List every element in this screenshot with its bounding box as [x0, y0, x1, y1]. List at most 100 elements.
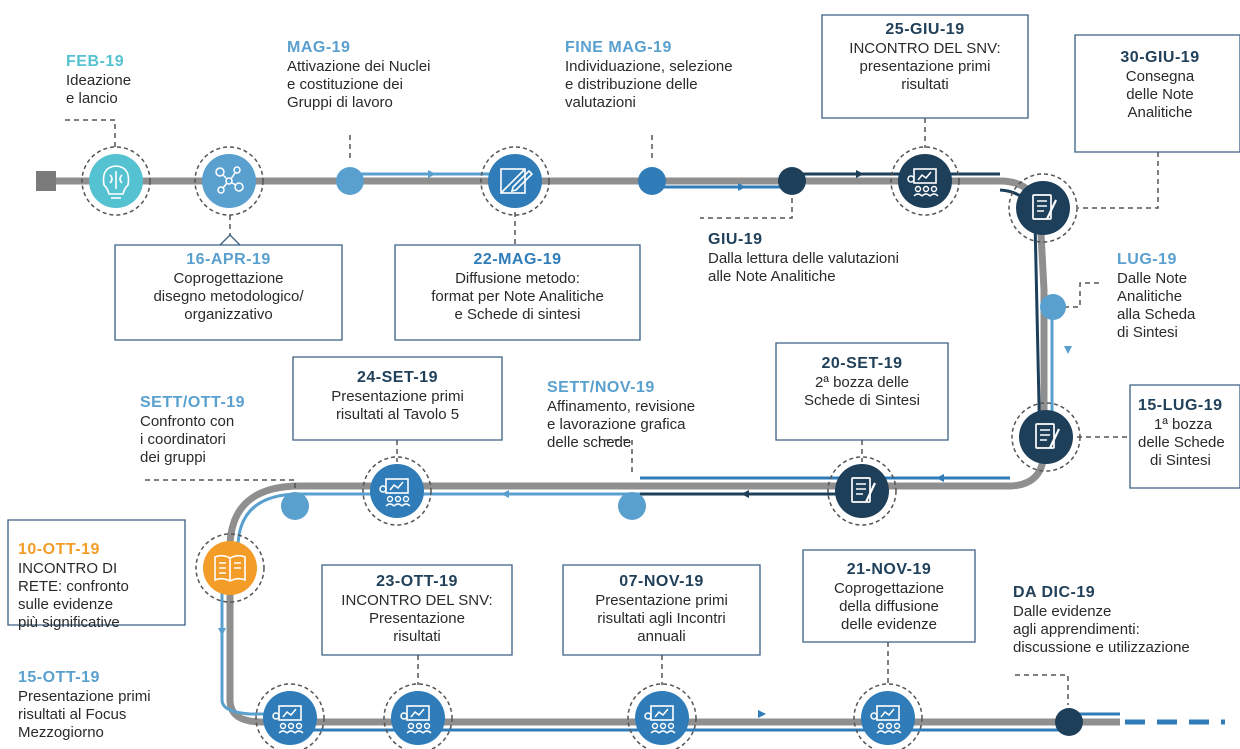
milestone-set20: 20-SET-19 2ª bozza delle Schede di Sinte…: [776, 354, 948, 410]
pencil-ruler-icon: [500, 168, 534, 194]
milestone-settott: SETT/OTT-19 Confronto con i coordinatori…: [140, 393, 245, 467]
milestone-text: Gruppi di lavoro: [287, 94, 393, 111]
milestone-date: MAG-19: [287, 39, 351, 56]
milestone-text: Dalla lettura delle valutazioni: [708, 250, 899, 267]
milestone-text: INCONTRO DI: [18, 560, 118, 577]
milestone-date: GIU-19: [708, 231, 763, 248]
milestone-text: agli apprendimenti:: [1013, 621, 1140, 638]
milestone-text: Diffusione metodo:: [455, 270, 580, 287]
milestone-date: DA DIC-19: [1013, 584, 1096, 601]
milestone-text: Analitiche: [1117, 288, 1183, 305]
milestone-text: Affinamento, revisione: [547, 398, 696, 415]
milestone-text: risultati al Focus: [18, 706, 127, 723]
milestone-text: 2ª bozza delle: [815, 374, 909, 391]
milestone-date: 30-GIU-19: [1120, 49, 1200, 66]
milestone-nov21: 21-NOV-19 Coprogettazione della diffusio…: [803, 560, 975, 634]
milestone-text: format per Note Analitiche: [431, 288, 604, 305]
milestone-date: 07-NOV-19: [619, 573, 704, 590]
milestone-lug19: LUG-19 Dalle Note Analitiche alla Scheda…: [1117, 250, 1195, 342]
milestone-ott23: 23-OTT-19 INCONTRO DEL SNV: Presentazion…: [322, 572, 512, 646]
milestone-date: 20-SET-19: [821, 355, 903, 372]
milestone-text: dei gruppi: [140, 449, 206, 466]
milestone-text: di Sintesi: [1117, 324, 1178, 341]
milestone-text: Presentazione primi: [331, 388, 464, 405]
milestone-text: RETE: confronto: [18, 578, 129, 595]
milestone-date: 24-SET-19: [357, 369, 438, 386]
book-icon: [214, 554, 246, 582]
milestone-date: SETT/OTT-19: [140, 394, 246, 411]
milestone-text: delle Note: [1126, 86, 1194, 103]
milestone-text: e Schede di sintesi: [454, 306, 581, 323]
milestone-finemag19: FINE MAG-19 Individuazione, selezione e …: [565, 38, 733, 112]
milestone-text: alla Scheda: [1117, 306, 1196, 323]
milestone-date: 10-OTT-19: [18, 541, 100, 558]
milestone-text: sulle evidenze: [18, 596, 114, 613]
milestone-text: Presentazione primi: [595, 592, 728, 609]
milestone-text: Coprogettazione: [173, 270, 284, 287]
milestone-lug15: 15-LUG-19 1ª bozza delle Schede di Sinte…: [1134, 396, 1240, 470]
milestone-text: risultati al Tavolo 5: [335, 406, 460, 423]
milestone-text: delle Schede: [1138, 434, 1225, 451]
milestone-date: 21-NOV-19: [846, 561, 932, 578]
milestone-text: annuali: [637, 628, 686, 645]
milestone-date: 23-OTT-19: [376, 573, 458, 590]
milestone-date: 25-GIU-19: [885, 21, 965, 38]
milestone-giu25: 25-GIU-19 INCONTRO DEL SNV: presentazion…: [822, 20, 1028, 94]
milestone-dic19: DA DIC-19 Dalle evidenze agli apprendime…: [1013, 583, 1190, 657]
milestone-text: valutazioni: [565, 94, 636, 111]
milestone-text: risultati agli Incontri: [597, 610, 726, 627]
milestone-nov07: 07-NOV-19 Presentazione primi risultati …: [563, 572, 760, 646]
milestone-text: più significative: [18, 614, 120, 631]
milestone-text: alle Note Analitiche: [708, 268, 836, 285]
milestone-text: INCONTRO DEL SNV:: [849, 40, 1001, 57]
milestone-mag22: 22-MAG-19 Diffusione metodo: format per …: [395, 250, 640, 324]
milestone-text: delle schede: [547, 434, 632, 451]
milestone-text: 1ª bozza: [1154, 416, 1213, 433]
milestone-date: 15-OTT-19: [18, 669, 100, 686]
milestone-text: Ideazione: [66, 72, 132, 89]
milestone-text: Consegna: [1125, 68, 1195, 85]
milestone-text: Dalle evidenze: [1013, 603, 1112, 620]
milestone-text: e lavorazione grafica: [547, 416, 686, 433]
milestone-text: discussione e utilizzazione: [1013, 639, 1190, 656]
milestone-giu30: 30-GIU-19 Consegna delle Note Analitiche: [1095, 48, 1225, 122]
milestone-date: LUG-19: [1117, 251, 1177, 268]
milestone-apr16: 16-APR-19 Coprogettazione disegno metodo…: [115, 250, 342, 324]
milestone-text: Attivazione dei Nuclei: [287, 58, 431, 75]
milestone-text: INCONTRO DEL SNV:: [341, 592, 493, 609]
milestone-text: Presentazione primi: [18, 688, 151, 705]
milestone-date: FINE MAG-19: [565, 39, 672, 56]
milestone-text: Presentazione: [369, 610, 465, 627]
milestone-text: Analitiche: [1127, 104, 1193, 121]
milestone-settnov: SETT/NOV-19 Affinamento, revisione e lav…: [547, 378, 695, 452]
milestone-giu19: GIU-19 Dalla lettura delle valutazioni a…: [708, 230, 899, 286]
milestone-text: Coprogettazione: [833, 580, 945, 597]
milestone-text: e distribuzione delle: [565, 76, 698, 93]
milestone-date: FEB-19: [66, 53, 125, 70]
milestone-text: della diffusione: [839, 598, 939, 615]
milestone-date: 16-APR-19: [186, 251, 271, 268]
milestone-text: e lancio: [66, 90, 118, 107]
milestone-text: risultati: [393, 628, 441, 645]
milestone-text: e costituzione dei: [287, 76, 403, 93]
milestone-date: SETT/NOV-19: [547, 379, 655, 396]
milestone-text: risultati: [901, 76, 949, 93]
milestone-set24: 24-SET-19 Presentazione primi risultati …: [293, 368, 502, 424]
milestone-date: 22-MAG-19: [473, 251, 562, 268]
brain-bulb-icon: [102, 165, 130, 199]
milestone-text: organizzativo: [184, 306, 273, 323]
milestone-mag19: MAG-19 Attivazione dei Nuclei e costituz…: [287, 38, 430, 112]
milestone-text: Mezzogiorno: [18, 724, 104, 741]
network-icon: [215, 166, 244, 194]
milestone-text: i coordinatori: [140, 431, 226, 448]
milestone-feb19: FEB-19 Ideazione e lancio: [66, 52, 131, 108]
milestone-text: presentazione primi: [859, 58, 991, 75]
milestone-text: Dalle Note: [1117, 270, 1188, 287]
milestone-ott15: 15-OTT-19 Presentazione primi risultati …: [18, 668, 151, 742]
milestone-text: Schede di Sintesi: [804, 392, 920, 409]
milestone-text: Confronto con: [140, 413, 235, 430]
milestone-text: di Sintesi: [1150, 452, 1211, 469]
milestone-text: disegno metodologico/: [153, 288, 304, 305]
